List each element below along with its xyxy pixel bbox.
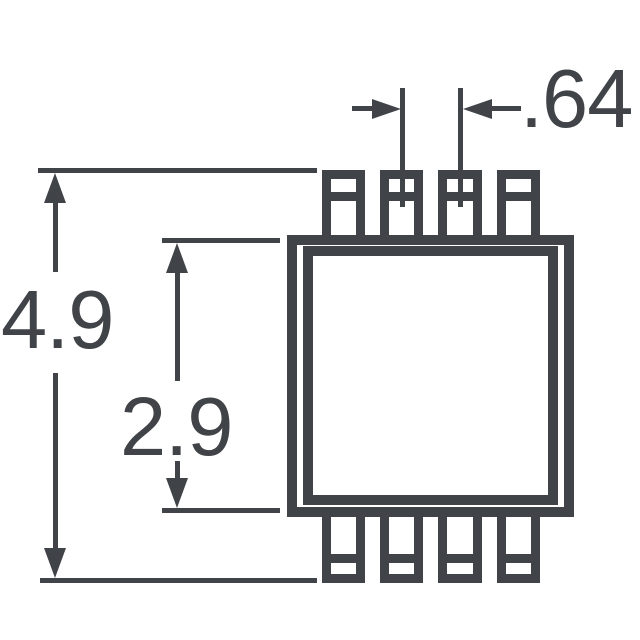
overall-extension-line-top	[38, 168, 317, 173]
dimension-label-body-height: 2.9	[120, 380, 233, 473]
pin-bottom-1-crossbar	[331, 554, 356, 563]
body-extension-line-bottom	[162, 508, 280, 513]
overall-extension-line-bottom	[40, 578, 317, 583]
pin-top-1-crossbar	[331, 192, 356, 201]
package-body-inner-outline	[303, 246, 558, 505]
package-body-outer-outline	[287, 235, 574, 517]
dimension-label-pin-pitch: .64	[520, 52, 633, 145]
pin-top-4	[497, 170, 540, 235]
pin-bottom-4	[497, 517, 540, 583]
pin-top-4-crossbar	[506, 192, 531, 201]
pin-bottom-2-crossbar	[389, 554, 414, 563]
pitch-extension-line-left	[400, 88, 405, 207]
arrow-up-icon	[44, 173, 66, 203]
overall-dimension-line-lower	[53, 373, 58, 549]
body-dimension-line-lower	[175, 461, 180, 480]
pin-bottom-3	[438, 517, 482, 583]
arrow-right-icon	[372, 99, 401, 119]
arrow-up-icon	[166, 243, 188, 273]
body-dimension-line-upper	[175, 271, 180, 381]
arrow-down-icon	[166, 478, 188, 508]
overall-dimension-line-upper	[53, 201, 58, 272]
arrow-down-icon	[44, 548, 66, 578]
pitch-arrow-right-tail	[491, 106, 521, 111]
arrow-left-icon	[463, 99, 492, 119]
pin-bottom-2	[380, 517, 423, 583]
pin-top-1	[322, 170, 365, 235]
pin-bottom-3-crossbar	[447, 554, 473, 563]
dimension-label-overall-height: 4.9	[1, 273, 114, 366]
pin-bottom-1	[322, 517, 365, 583]
pitch-arrow-left-tail	[352, 106, 374, 111]
pin-bottom-4-crossbar	[506, 554, 531, 563]
body-extension-line-top	[162, 238, 280, 243]
pitch-extension-line-right	[458, 88, 463, 207]
